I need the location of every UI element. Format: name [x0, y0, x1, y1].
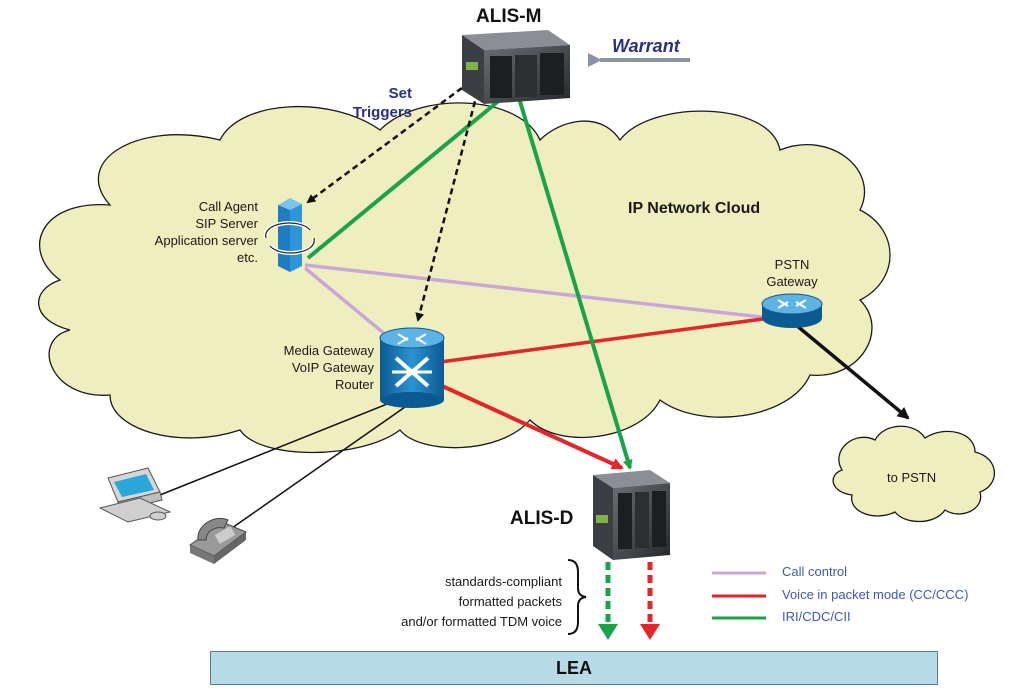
trigger-line-call-agent: [306, 80, 471, 204]
ip-network-cloud-label: IP Network Cloud: [628, 200, 761, 217]
set-triggers-line-1: Set: [388, 85, 412, 102]
packets-note: standards-compliant formatted packets an…: [380, 572, 562, 632]
iri-line-alis-d: [514, 87, 633, 470]
alis-m-label: ALIS-M: [476, 6, 542, 27]
voice-line-alis-d: [439, 383, 624, 470]
phone-wire: [231, 399, 416, 529]
lea-box: LEA: [210, 651, 938, 685]
voice-output-arrowhead: [640, 624, 660, 640]
call-control-line-gateway: [304, 263, 771, 320]
packets-brace: [567, 559, 587, 635]
pstn-gateway-label: PSTN Gateway: [744, 256, 840, 290]
lea-label: LEA: [556, 657, 592, 678]
alis-d-server: [593, 470, 670, 560]
set-triggers-line-2: Triggers: [352, 104, 412, 121]
iri-line-call-agent: [306, 88, 514, 260]
legend-call-control: Call control: [782, 564, 848, 579]
call-agent-line-3: Application server: [154, 233, 258, 248]
telephone: [189, 518, 247, 564]
call-control-line-router: [303, 266, 400, 347]
call-agent-line-4: etc.: [237, 250, 258, 265]
packets-note-line-2: formatted packets: [458, 594, 562, 609]
voice-line-gateway: [439, 316, 771, 364]
media-gateway-line-3: Router: [334, 377, 374, 392]
pstn-gateway-line-2: Gateway: [766, 274, 818, 289]
pc-wire: [159, 397, 403, 496]
set-triggers-label: Set Triggers: [340, 84, 412, 122]
call-agent-label: Call Agent SIP Server Application server…: [100, 198, 258, 266]
pstn-link-arrow: [788, 318, 910, 420]
pstn-cloud: [832, 425, 996, 523]
alis-m-server: [462, 30, 570, 104]
computer-terminal: [98, 467, 172, 523]
pstn-gateway-router: [761, 293, 823, 328]
legend-iri: IRI/CDC/CII: [782, 609, 851, 624]
iri-output-arrowhead: [598, 624, 618, 640]
legend-voice: Voice in packet mode (CC/CCC): [782, 587, 969, 602]
packets-note-line-1: standards-compliant: [444, 574, 562, 589]
media-gateway-line-2: VoIP Gateway: [291, 360, 374, 375]
packets-note-line-3: and/or formatted TDM voice: [401, 614, 562, 629]
call-agent-server: [263, 198, 317, 272]
legend-swatches: [712, 571, 766, 620]
call-agent-line-2: SIP Server: [195, 216, 258, 231]
call-agent-line-1: Call Agent: [198, 199, 258, 214]
to-pstn-label: to PSTN: [887, 470, 937, 485]
media-gateway-router: [379, 327, 445, 408]
media-gateway-label: Media Gateway VoIP Gateway Router: [228, 342, 374, 393]
trigger-line-router: [415, 81, 482, 322]
warrant-label: Warrant: [612, 36, 680, 56]
alis-d-label: ALIS-D: [510, 508, 574, 529]
pstn-gateway-line-1: PSTN: [774, 257, 810, 272]
media-gateway-line-1: Media Gateway: [283, 343, 374, 358]
ip-network-cloud: [37, 102, 891, 454]
